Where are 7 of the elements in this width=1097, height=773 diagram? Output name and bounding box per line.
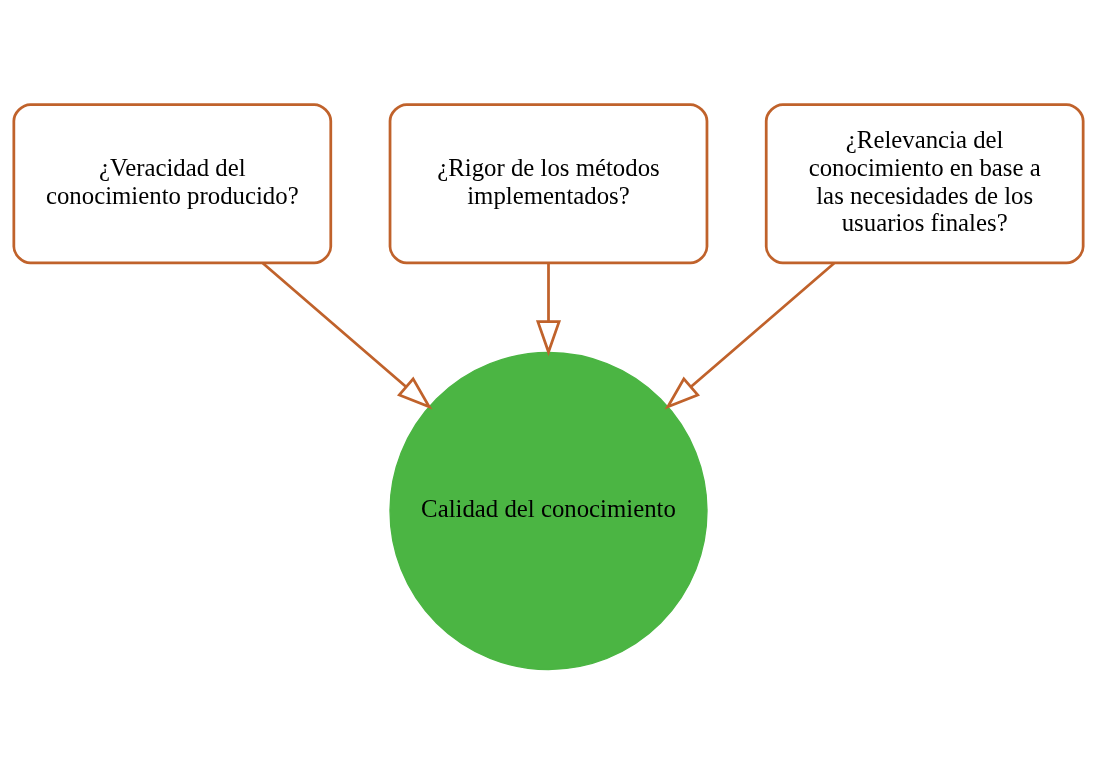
node-box: ¿Rigor de los métodos implementados?: [388, 102, 709, 264]
node-box: ¿Relevancia del conocimiento en base a las necesidades de los usuarios finales?: [764, 102, 1085, 264]
arrow: [535, 262, 562, 356]
arrow: [664, 261, 835, 409]
arrow: [262, 261, 433, 409]
node-box: ¿Veracidad del conocimiento producido?: [12, 102, 333, 264]
node-circle: Calidad del conocimiento: [389, 351, 708, 670]
